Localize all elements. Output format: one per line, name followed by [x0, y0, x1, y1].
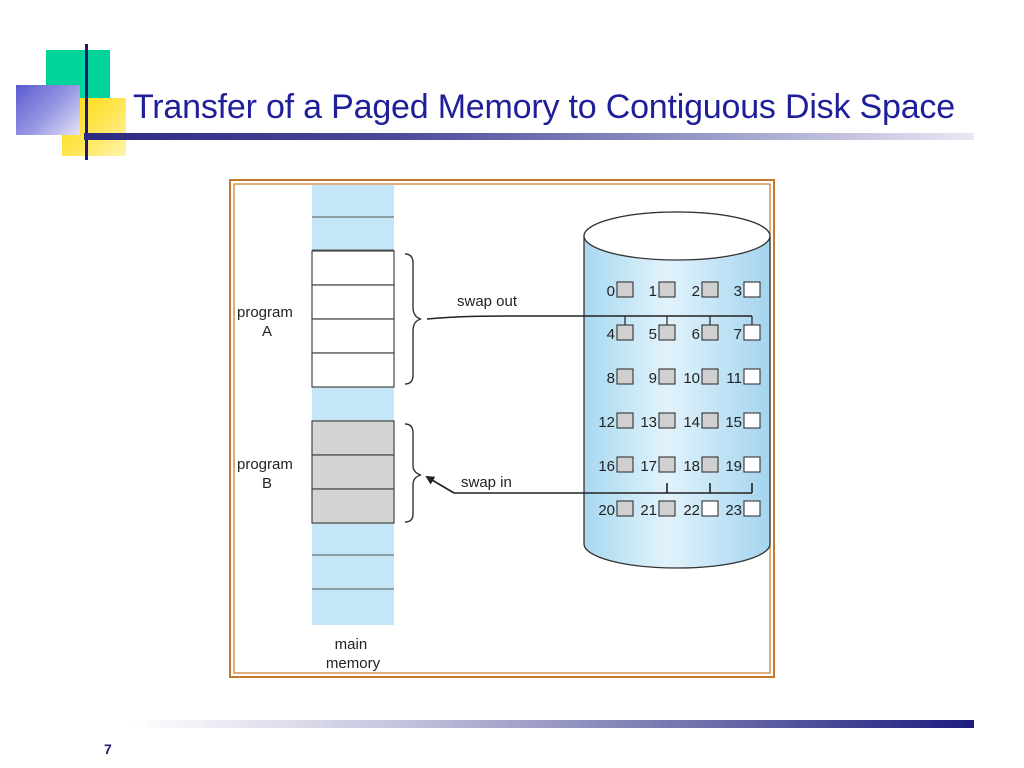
disk-block-label: 17 — [640, 458, 657, 475]
decor-vertical-line — [85, 44, 88, 160]
disk-block-label: 19 — [725, 458, 742, 475]
disk-block-label: 11 — [726, 370, 742, 387]
disk-block-label: 23 — [725, 502, 742, 519]
swap-in-label: swap in — [461, 474, 512, 491]
swap-in-arrow — [425, 475, 753, 494]
page-number: 7 — [104, 741, 112, 757]
disk-block-used — [616, 456, 634, 473]
disk-block-label: 0 — [607, 283, 615, 300]
disk-block-label: 14 — [683, 414, 700, 431]
program-b-brace — [404, 423, 422, 523]
disk-block-used — [701, 281, 719, 298]
disk-block-label: 12 — [598, 414, 615, 431]
disk-block-empty — [743, 368, 761, 385]
disk-block-empty — [743, 324, 761, 341]
disk-block-label: 15 — [725, 414, 742, 431]
disk-block-label: 4 — [607, 326, 615, 343]
program-a-label-line1: program — [237, 304, 293, 321]
disk-block-empty — [743, 281, 761, 298]
disk-cylinder — [583, 211, 771, 569]
disk-block-label: 21 — [640, 502, 657, 519]
disk-block-used — [701, 324, 719, 341]
disk-block-label: 1 — [649, 283, 657, 300]
disk-block-used — [616, 368, 634, 385]
disk-block-used — [658, 368, 676, 385]
program-b-label: program B — [237, 456, 297, 492]
disk-block-used — [658, 412, 676, 429]
disk-block-label: 5 — [649, 326, 657, 343]
program-a-label-line2: A — [262, 323, 272, 340]
disk-block-used — [658, 324, 676, 341]
disk-block-label: 9 — [649, 370, 657, 387]
disk-block-label: 3 — [734, 283, 742, 300]
disk-block-label: 6 — [692, 326, 700, 343]
swap-out-label: swap out — [457, 293, 518, 310]
footer-rule — [130, 720, 974, 728]
decor-blue-square — [16, 85, 80, 135]
disk-block-label: 2 — [692, 283, 700, 300]
disk-block-used — [616, 500, 634, 517]
program-a-pages — [311, 250, 395, 388]
disk-block-empty — [701, 500, 719, 517]
disk-block-used — [658, 281, 676, 298]
program-a-label: program A — [237, 304, 297, 340]
disk-block-empty — [743, 500, 761, 517]
disk-block-used — [616, 281, 634, 298]
disk-block-used — [701, 456, 719, 473]
disk-block-used — [616, 324, 634, 341]
disk-block-used — [616, 412, 634, 429]
disk-block-label: 7 — [734, 326, 742, 343]
slide-title: Transfer of a Paged Memory to Contiguous… — [133, 88, 955, 126]
program-b-label-line2: B — [262, 475, 272, 492]
main-memory-label-line2: memory — [326, 655, 381, 672]
disk-block-label: 20 — [598, 502, 615, 519]
main-memory-label: main memory — [326, 636, 381, 672]
disk-block-empty — [743, 412, 761, 429]
disk-block-label: 22 — [683, 502, 700, 519]
disk-block-used — [658, 500, 676, 517]
paged-memory-figure: program A program B main memory — [229, 179, 775, 678]
disk-block-label: 10 — [683, 370, 700, 387]
disk-block-label: 18 — [683, 458, 700, 475]
disk-block-label: 16 — [598, 458, 615, 475]
program-a-brace — [404, 253, 422, 385]
disk-block-used — [701, 368, 719, 385]
disk-block-used — [658, 456, 676, 473]
title-underline — [84, 133, 974, 140]
disk-block-label: 13 — [640, 414, 657, 431]
program-b-label-line1: program — [237, 456, 293, 473]
memory-separators — [312, 216, 394, 590]
disk-block-label: 8 — [607, 370, 615, 387]
disk-block-used — [701, 412, 719, 429]
program-b-pages — [311, 420, 395, 524]
swap-out-arrow — [426, 315, 752, 320]
main-memory-label-line1: main — [335, 636, 368, 653]
disk-block-empty — [743, 456, 761, 473]
